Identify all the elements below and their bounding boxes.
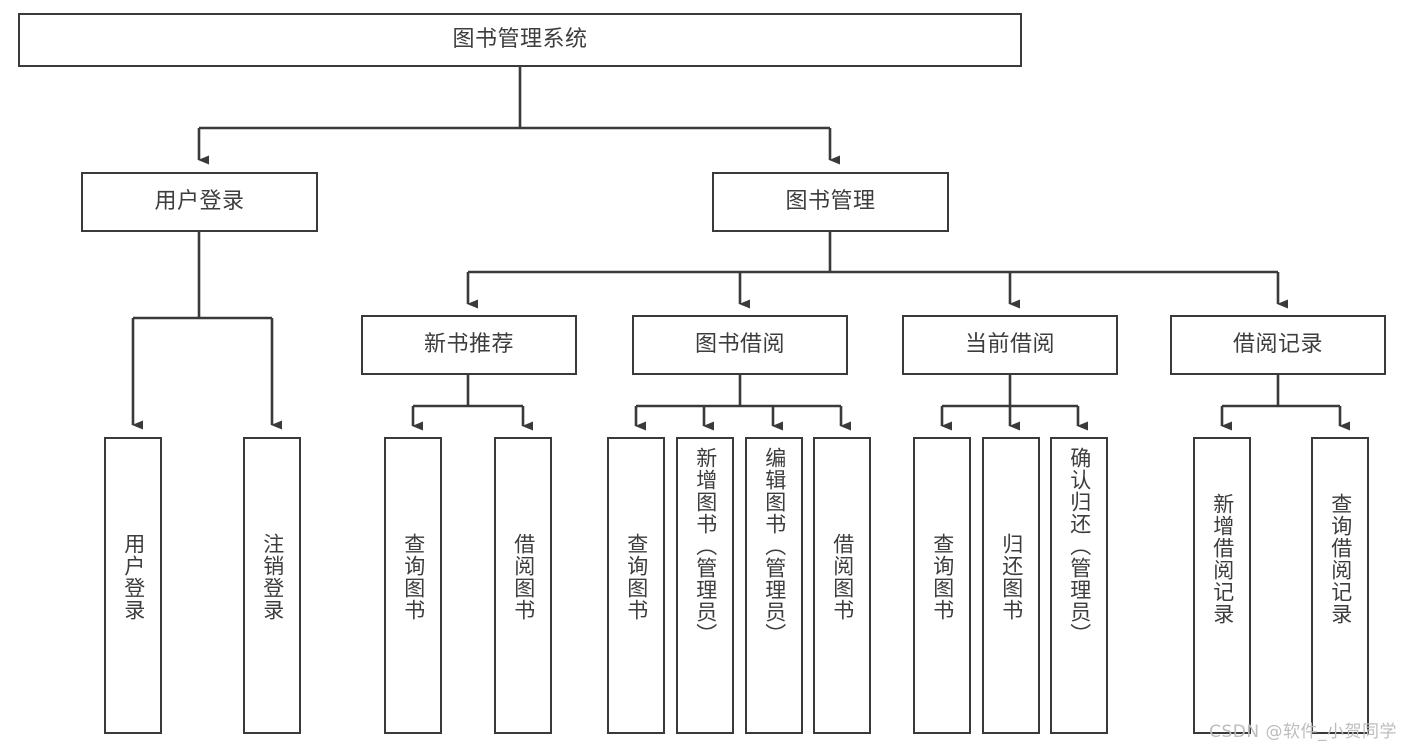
- node-root[interactable]: 图书管理系统: [18, 13, 1022, 67]
- node-borrow-record-label: 借阅记录: [1232, 332, 1323, 358]
- leaf-record-query-label: 查询借阅记录: [1328, 493, 1353, 625]
- leaf-user-login-login-label: 用户登录: [121, 533, 146, 621]
- leaf-current-query-book[interactable]: 查询图书: [913, 437, 971, 734]
- leaf-borrow-borrow-book[interactable]: 借阅图书: [813, 437, 871, 734]
- leaf-new-book-borrow-label: 借阅图书: [511, 533, 536, 621]
- leaf-record-query[interactable]: 查询借阅记录: [1311, 437, 1369, 734]
- leaf-borrow-edit-book[interactable]: 编辑图书（管理员）: [745, 437, 803, 734]
- node-book-borrow[interactable]: 图书借阅: [632, 315, 848, 375]
- leaf-user-login-login[interactable]: 用户登录: [104, 437, 162, 734]
- leaf-borrow-add-book[interactable]: 新增图书（管理员）: [676, 437, 734, 734]
- leaf-record-add[interactable]: 新增借阅记录: [1193, 437, 1251, 734]
- node-current-borrow[interactable]: 当前借阅: [902, 315, 1118, 375]
- leaf-new-book-query[interactable]: 查询图书: [384, 437, 442, 734]
- leaf-new-book-query-label: 查询图书: [401, 533, 426, 621]
- leaf-borrow-borrow-book-label: 借阅图书: [830, 533, 855, 621]
- leaf-borrow-edit-book-label: 编辑图书（管理员）: [762, 447, 787, 645]
- leaf-user-login-logout[interactable]: 注销登录: [243, 437, 301, 734]
- leaf-user-login-logout-label: 注销登录: [260, 533, 285, 621]
- node-user-login-label: 用户登录: [154, 189, 245, 215]
- leaf-borrow-query-book[interactable]: 查询图书: [607, 437, 665, 734]
- leaf-current-return-book[interactable]: 归还图书: [982, 437, 1040, 734]
- leaf-current-return-book-label: 归还图书: [999, 533, 1024, 621]
- csdn-watermark: CSDN @软件_小贺同学: [1209, 722, 1397, 742]
- node-current-borrow-label: 当前借阅: [964, 332, 1055, 358]
- leaf-borrow-query-book-label: 查询图书: [624, 533, 649, 621]
- leaf-current-query-book-label: 查询图书: [930, 533, 955, 621]
- node-user-login[interactable]: 用户登录: [81, 172, 318, 232]
- leaf-new-book-borrow[interactable]: 借阅图书: [494, 437, 552, 734]
- node-new-book-recommend-label: 新书推荐: [423, 332, 514, 358]
- node-borrow-record[interactable]: 借阅记录: [1170, 315, 1386, 375]
- node-book-management[interactable]: 图书管理: [712, 172, 949, 232]
- leaf-current-confirm-return[interactable]: 确认归还（管理员）: [1050, 437, 1108, 734]
- leaf-borrow-add-book-label: 新增图书（管理员）: [693, 447, 718, 645]
- node-new-book-recommend[interactable]: 新书推荐: [361, 315, 577, 375]
- node-book-management-label: 图书管理: [785, 189, 876, 215]
- leaf-record-add-label: 新增借阅记录: [1210, 493, 1235, 625]
- node-root-label: 图书管理系统: [452, 27, 588, 53]
- node-book-borrow-label: 图书借阅: [694, 332, 785, 358]
- leaf-current-confirm-return-label: 确认归还（管理员）: [1067, 447, 1092, 645]
